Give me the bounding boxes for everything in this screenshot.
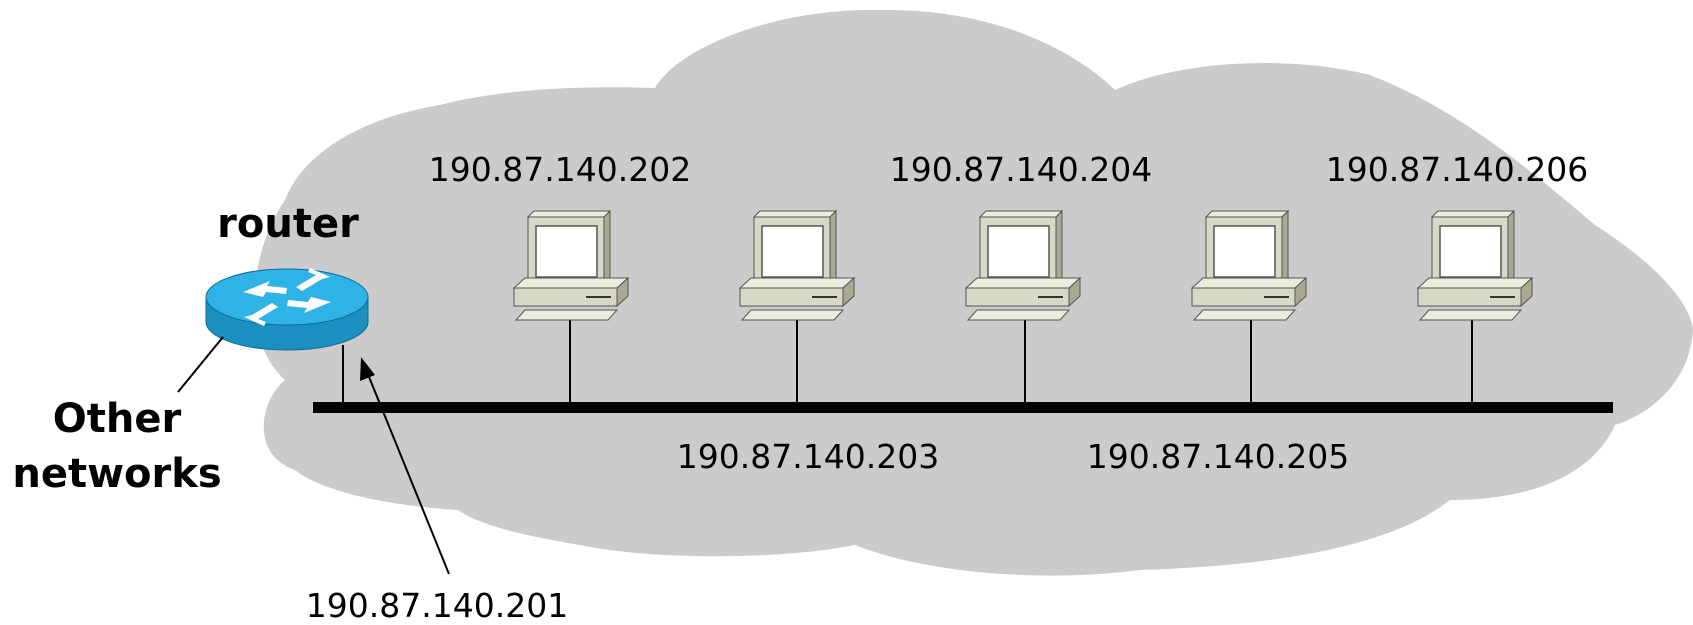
network-bus <box>313 402 1613 413</box>
host-ip-label: 190.87.140.205 <box>1087 437 1349 476</box>
host-ip-label: 190.87.140.206 <box>1326 150 1588 189</box>
host-ip-label: 190.87.140.204 <box>890 150 1152 189</box>
router-ip-pointer-arrow <box>360 357 450 575</box>
router-icon <box>205 268 369 351</box>
other-networks-label-line1: Other <box>53 396 182 442</box>
other-networks-link <box>177 336 224 393</box>
router-label: router <box>217 201 359 247</box>
router-ip-label: 190.87.140.201 <box>306 586 568 625</box>
host-ip-label: 190.87.140.203 <box>677 437 939 476</box>
host-ip-label: 190.87.140.202 <box>429 150 691 189</box>
other-networks-label-line2: networks <box>12 451 221 497</box>
